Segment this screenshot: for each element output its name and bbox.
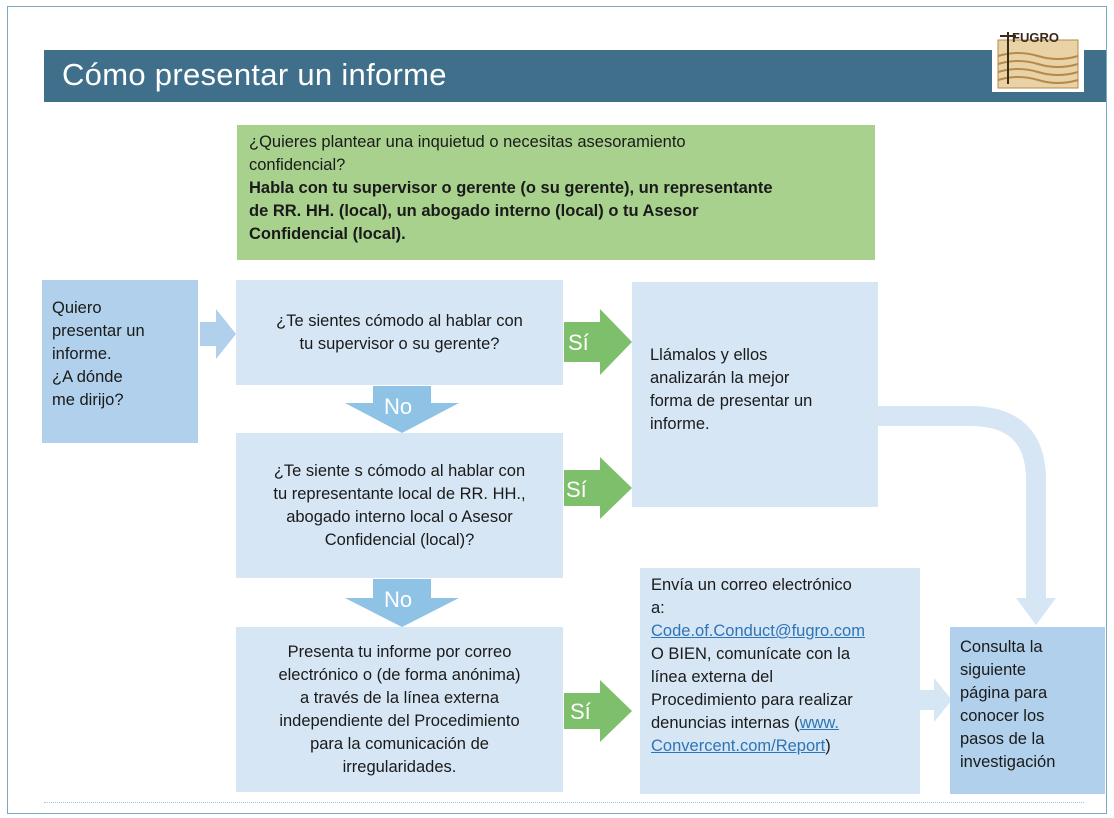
advice-line-1: ¿Quieres plantear una inquietud o necesi… (249, 133, 686, 151)
consult-line-1: Consulta la (960, 638, 1043, 656)
q2-line-3: abogado interno local o Asesor (286, 507, 513, 526)
question-box-2: ¿Te siente s cómodo al hablar con tu rep… (236, 433, 563, 578)
consult-line-6: investigación (960, 753, 1056, 771)
q1-line-2: tu supervisor o su gerente? (299, 334, 500, 353)
report-line-2: electrónico o (de forma anónima) (278, 665, 521, 684)
call-box: Llámalos y ellos analizarán la mejor for… (632, 282, 878, 507)
call-line-1: Llámalos y ellos (650, 346, 768, 364)
email-line-2: a: (651, 599, 665, 617)
slide-frame (7, 6, 1107, 814)
email-line-3: O BIEN, comunícate con la (651, 645, 851, 663)
consult-box: Consulta la siguiente página para conoce… (950, 627, 1105, 794)
email-line-4: línea externa del (651, 668, 774, 686)
yes-label-3: Sí (570, 699, 591, 724)
yes-label-1: Sí (568, 330, 589, 355)
email-closing: ) (825, 737, 831, 755)
email-line-1: Envía un correo electrónico (651, 576, 852, 594)
advice-bold-3: Confidencial (local). (249, 225, 406, 243)
start-line-2: presentar un (52, 322, 145, 340)
logo-text: FUGRO (1012, 30, 1059, 45)
advice-box: ¿Quieres plantear una inquietud o necesi… (237, 125, 875, 260)
email-line-5: Procedimiento para realizar (651, 691, 853, 709)
advice-line-2: confidencial? (249, 156, 346, 174)
convercent-link-part-1[interactable]: www. (799, 714, 840, 732)
email-line-6-text: denuncias internas ( (651, 714, 800, 732)
q2-line-2: tu representante local de RR. HH., (273, 484, 526, 503)
no-label-1: No (384, 394, 413, 419)
consult-line-4: conocer los (960, 707, 1045, 725)
consult-line-2: siguiente (960, 661, 1027, 679)
yes-label-2: Sí (566, 477, 587, 502)
start-box: Quiero presentar un informe. ¿A dónde me… (42, 280, 198, 443)
advice-bold-2: de RR. HH. (local), un abogado interno (… (249, 202, 699, 220)
advice-bold-1: Habla con tu supervisor o gerente (o su … (249, 179, 773, 197)
q1-line-1: ¿Te sientes cómodo al hablar con (276, 311, 523, 330)
consult-line-3: página para (960, 684, 1048, 702)
start-line-1: Quiero (52, 299, 102, 317)
q2-line-1: ¿Te siente s cómodo al hablar con (273, 461, 526, 480)
email-line-6: denuncias internas (www. (651, 712, 909, 735)
q2-line-4: Confidencial (local)? (324, 530, 475, 549)
report-line-3: a través de la línea externa (299, 688, 500, 707)
email-box: Envía un correo electrónico a: Code.of.C… (640, 568, 920, 794)
report-line-4: independiente del Procedimiento (279, 711, 520, 730)
report-line-1: Presenta tu informe por correo (287, 642, 512, 661)
start-line-3: informe. (52, 345, 112, 363)
call-line-2: analizarán la mejor (650, 369, 790, 387)
report-box: Presenta tu informe por correo electróni… (236, 627, 563, 792)
consult-line-5: pasos de la (960, 730, 1045, 748)
email-link[interactable]: Code.of.Conduct@fugro.com (651, 622, 865, 640)
page-title: Cómo presentar un informe (62, 57, 447, 92)
fugro-logo: FUGRO (992, 26, 1084, 92)
report-line-6: irregularidades. (342, 757, 457, 776)
call-line-3: forma de presentar un (650, 392, 813, 410)
start-line-5: me dirijo? (52, 391, 124, 409)
no-label-2: No (384, 587, 413, 612)
start-line-4: ¿A dónde (52, 368, 123, 386)
footer-rule (44, 802, 1084, 803)
email-line-7: Convercent.com/Report) (651, 735, 909, 758)
question-box-1: ¿Te sientes cómodo al hablar con tu supe… (236, 280, 563, 385)
report-line-5: para la comunicación de (310, 734, 489, 753)
call-line-4: informe. (650, 415, 710, 433)
convercent-link-part-2[interactable]: Convercent.com/Report (651, 737, 826, 755)
title-bar (44, 50, 1106, 102)
